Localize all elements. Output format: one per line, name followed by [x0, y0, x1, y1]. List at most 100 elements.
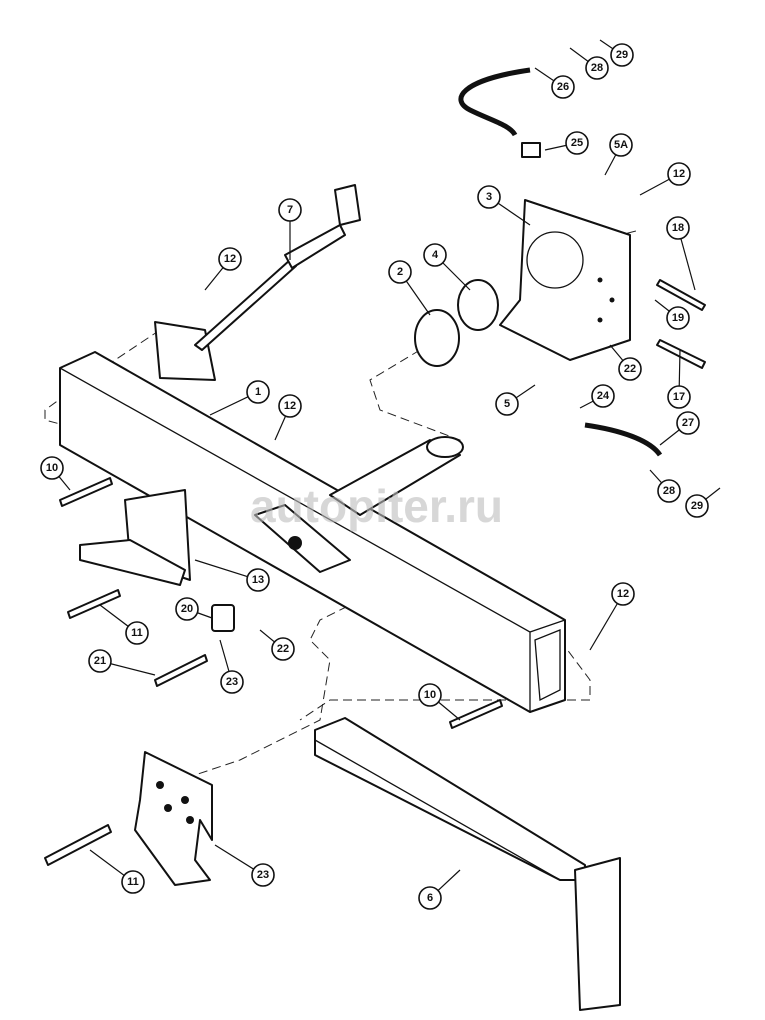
callout-label: 24 — [597, 390, 610, 402]
callout-circle — [618, 357, 642, 381]
callout-22: 22 — [609, 344, 642, 381]
callout-5A: 5A — [604, 133, 633, 176]
callout-circle — [175, 597, 199, 621]
callout-circle — [666, 306, 690, 330]
bearing-housing — [499, 199, 631, 361]
callout-label: 18 — [672, 222, 684, 234]
callout-circle — [676, 411, 700, 435]
callout-23: 23 — [219, 639, 244, 694]
callout-circle — [125, 621, 149, 645]
latch — [211, 604, 235, 632]
callout-circle — [388, 260, 412, 284]
tow-bracket — [134, 751, 213, 886]
callout-label: 5A — [614, 139, 628, 151]
callout-circle — [418, 683, 442, 707]
callout-label: 1 — [255, 386, 261, 398]
callout-circle — [477, 185, 501, 209]
callout-label: 23 — [257, 869, 269, 881]
callout-circle — [251, 863, 275, 887]
callout-circle — [278, 198, 302, 222]
callout-label: 3 — [486, 191, 492, 203]
callout-12: 12 — [639, 162, 691, 196]
callout-11: 11 — [99, 604, 149, 645]
callout-28: 28 — [569, 47, 609, 80]
callout-circle — [610, 43, 634, 67]
callout-circle — [666, 216, 690, 240]
callout-29: 29 — [685, 487, 721, 518]
callout-label: 23 — [226, 676, 238, 688]
callout-circle — [246, 568, 270, 592]
callout-label: 19 — [672, 312, 684, 324]
pivot-pin — [254, 436, 464, 573]
callout-circle — [40, 456, 64, 480]
callout-circle — [418, 886, 442, 910]
steering-rod — [154, 184, 361, 381]
callout-label: 17 — [673, 391, 685, 403]
bushing — [457, 279, 499, 331]
callout-circle — [609, 133, 633, 157]
callout-circle — [591, 384, 615, 408]
callout-circle — [88, 649, 112, 673]
callout-label: 29 — [616, 49, 628, 61]
callout-label: 11 — [127, 876, 139, 888]
callout-label: 12 — [673, 168, 685, 180]
callout-label: 29 — [691, 500, 703, 512]
hose-upper — [458, 67, 531, 137]
callout-label: 13 — [252, 574, 264, 586]
callout-circle — [246, 380, 270, 404]
callout-6: 6 — [418, 869, 461, 910]
callout-label: 26 — [557, 81, 569, 93]
callout-12: 12 — [274, 394, 302, 441]
callout-5: 5 — [495, 384, 536, 416]
callout-12: 12 — [204, 247, 242, 291]
callout-13: 13 — [194, 559, 270, 592]
callout-7: 7 — [278, 198, 302, 260]
callout-label: 6 — [427, 892, 433, 904]
callout-23: 23 — [214, 844, 275, 887]
callout-28: 28 — [649, 469, 681, 503]
drawbar-plate — [79, 539, 186, 586]
callout-circle — [667, 162, 691, 186]
callout-circle — [121, 870, 145, 894]
callout-label: 12 — [617, 588, 629, 600]
callout-label: 4 — [432, 249, 439, 261]
callout-label: 21 — [94, 655, 106, 667]
callout-circle — [657, 479, 681, 503]
callout-circle — [218, 247, 242, 271]
callout-11: 11 — [89, 849, 145, 894]
callout-20: 20 — [175, 597, 213, 621]
hose-lower — [584, 422, 663, 457]
callout-19: 19 — [654, 299, 690, 330]
callout-26: 26 — [534, 67, 575, 99]
callout-circle — [685, 494, 709, 518]
callout-label: 2 — [397, 266, 403, 278]
callout-21: 21 — [88, 649, 156, 676]
callout-circle — [495, 392, 519, 416]
callout-label: 11 — [131, 627, 143, 639]
callout-2: 2 — [388, 260, 431, 316]
callout-label: 22 — [277, 643, 289, 655]
callout-label: 20 — [181, 603, 193, 615]
seal-ring — [414, 309, 460, 367]
callout-3: 3 — [477, 185, 531, 226]
extension-frame — [314, 717, 621, 1011]
callout-25: 25 — [544, 131, 589, 155]
callout-circle — [667, 385, 691, 409]
callout-10: 10 — [40, 456, 71, 491]
callout-circle — [565, 131, 589, 155]
callout-circle — [271, 637, 295, 661]
callout-label: 28 — [591, 62, 603, 74]
callout-label: 27 — [682, 417, 694, 429]
callout-4: 4 — [423, 243, 471, 291]
callout-label: 12 — [284, 400, 296, 412]
callout-circle — [611, 582, 635, 606]
callout-label: 7 — [287, 204, 293, 216]
callout-10: 10 — [418, 683, 461, 721]
callout-circle — [585, 56, 609, 80]
callout-1: 1 — [209, 380, 270, 416]
callout-label: 22 — [624, 363, 636, 375]
bolts — [44, 279, 706, 866]
callout-18: 18 — [666, 216, 696, 291]
callout-circle — [278, 394, 302, 418]
